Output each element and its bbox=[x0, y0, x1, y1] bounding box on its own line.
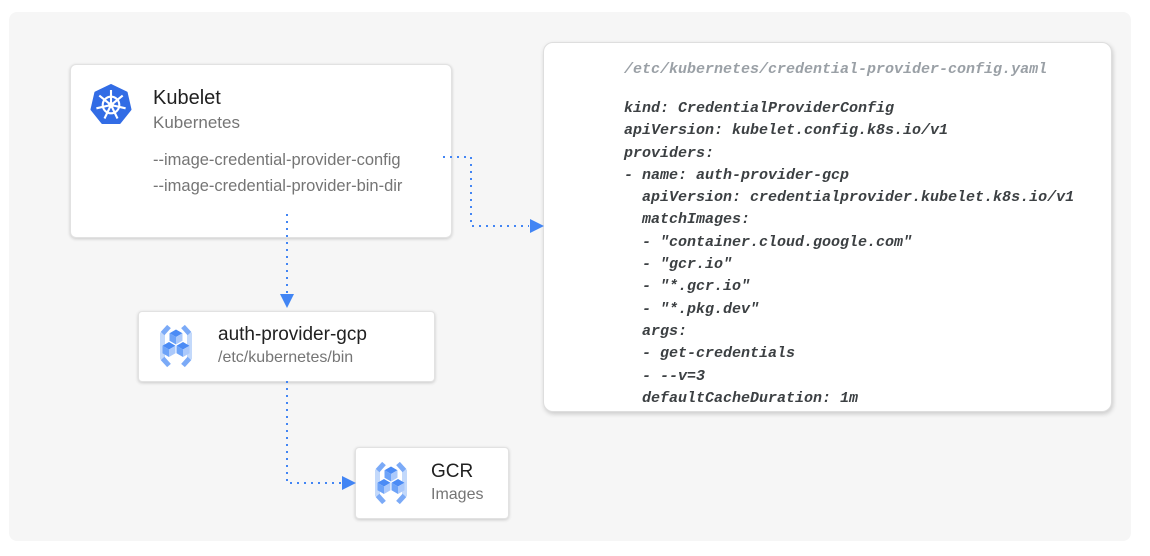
gcr-icon bbox=[152, 322, 200, 375]
code-panel: /etc/kubernetes/credential-provider-conf… bbox=[543, 42, 1112, 412]
kubelet-title: Kubelet bbox=[153, 87, 221, 109]
kubernetes-helm-icon bbox=[89, 83, 133, 132]
kubelet-subtitle: Kubernetes bbox=[153, 113, 240, 132]
code-yaml-body: kind: CredentialProviderConfig apiVersio… bbox=[624, 100, 1075, 407]
kubelet-flags: --image-credential-provider-config --ima… bbox=[153, 147, 402, 199]
auth-provider-title: auth-provider-gcp bbox=[218, 324, 367, 345]
gcr-icon bbox=[367, 459, 415, 512]
gcr-title: GCR bbox=[431, 461, 474, 482]
auth-provider-subtitle: /etc/kubernetes/bin bbox=[218, 349, 354, 366]
node-auth-provider-gcp: auth-provider-gcp /etc/kubernetes/bin bbox=[138, 311, 435, 382]
node-gcr: GCR Images bbox=[355, 447, 509, 519]
node-kubelet: Kubelet Kubernetes --image-credential-pr… bbox=[70, 64, 452, 238]
code-file-path: /etc/kubernetes/credential-provider-conf… bbox=[624, 61, 1048, 78]
gcr-subtitle: Images bbox=[431, 486, 484, 503]
kubelet-flag-config: --image-credential-provider-config bbox=[153, 151, 401, 169]
kubelet-flag-bin-dir: --image-credential-provider-bin-dir bbox=[153, 177, 403, 195]
